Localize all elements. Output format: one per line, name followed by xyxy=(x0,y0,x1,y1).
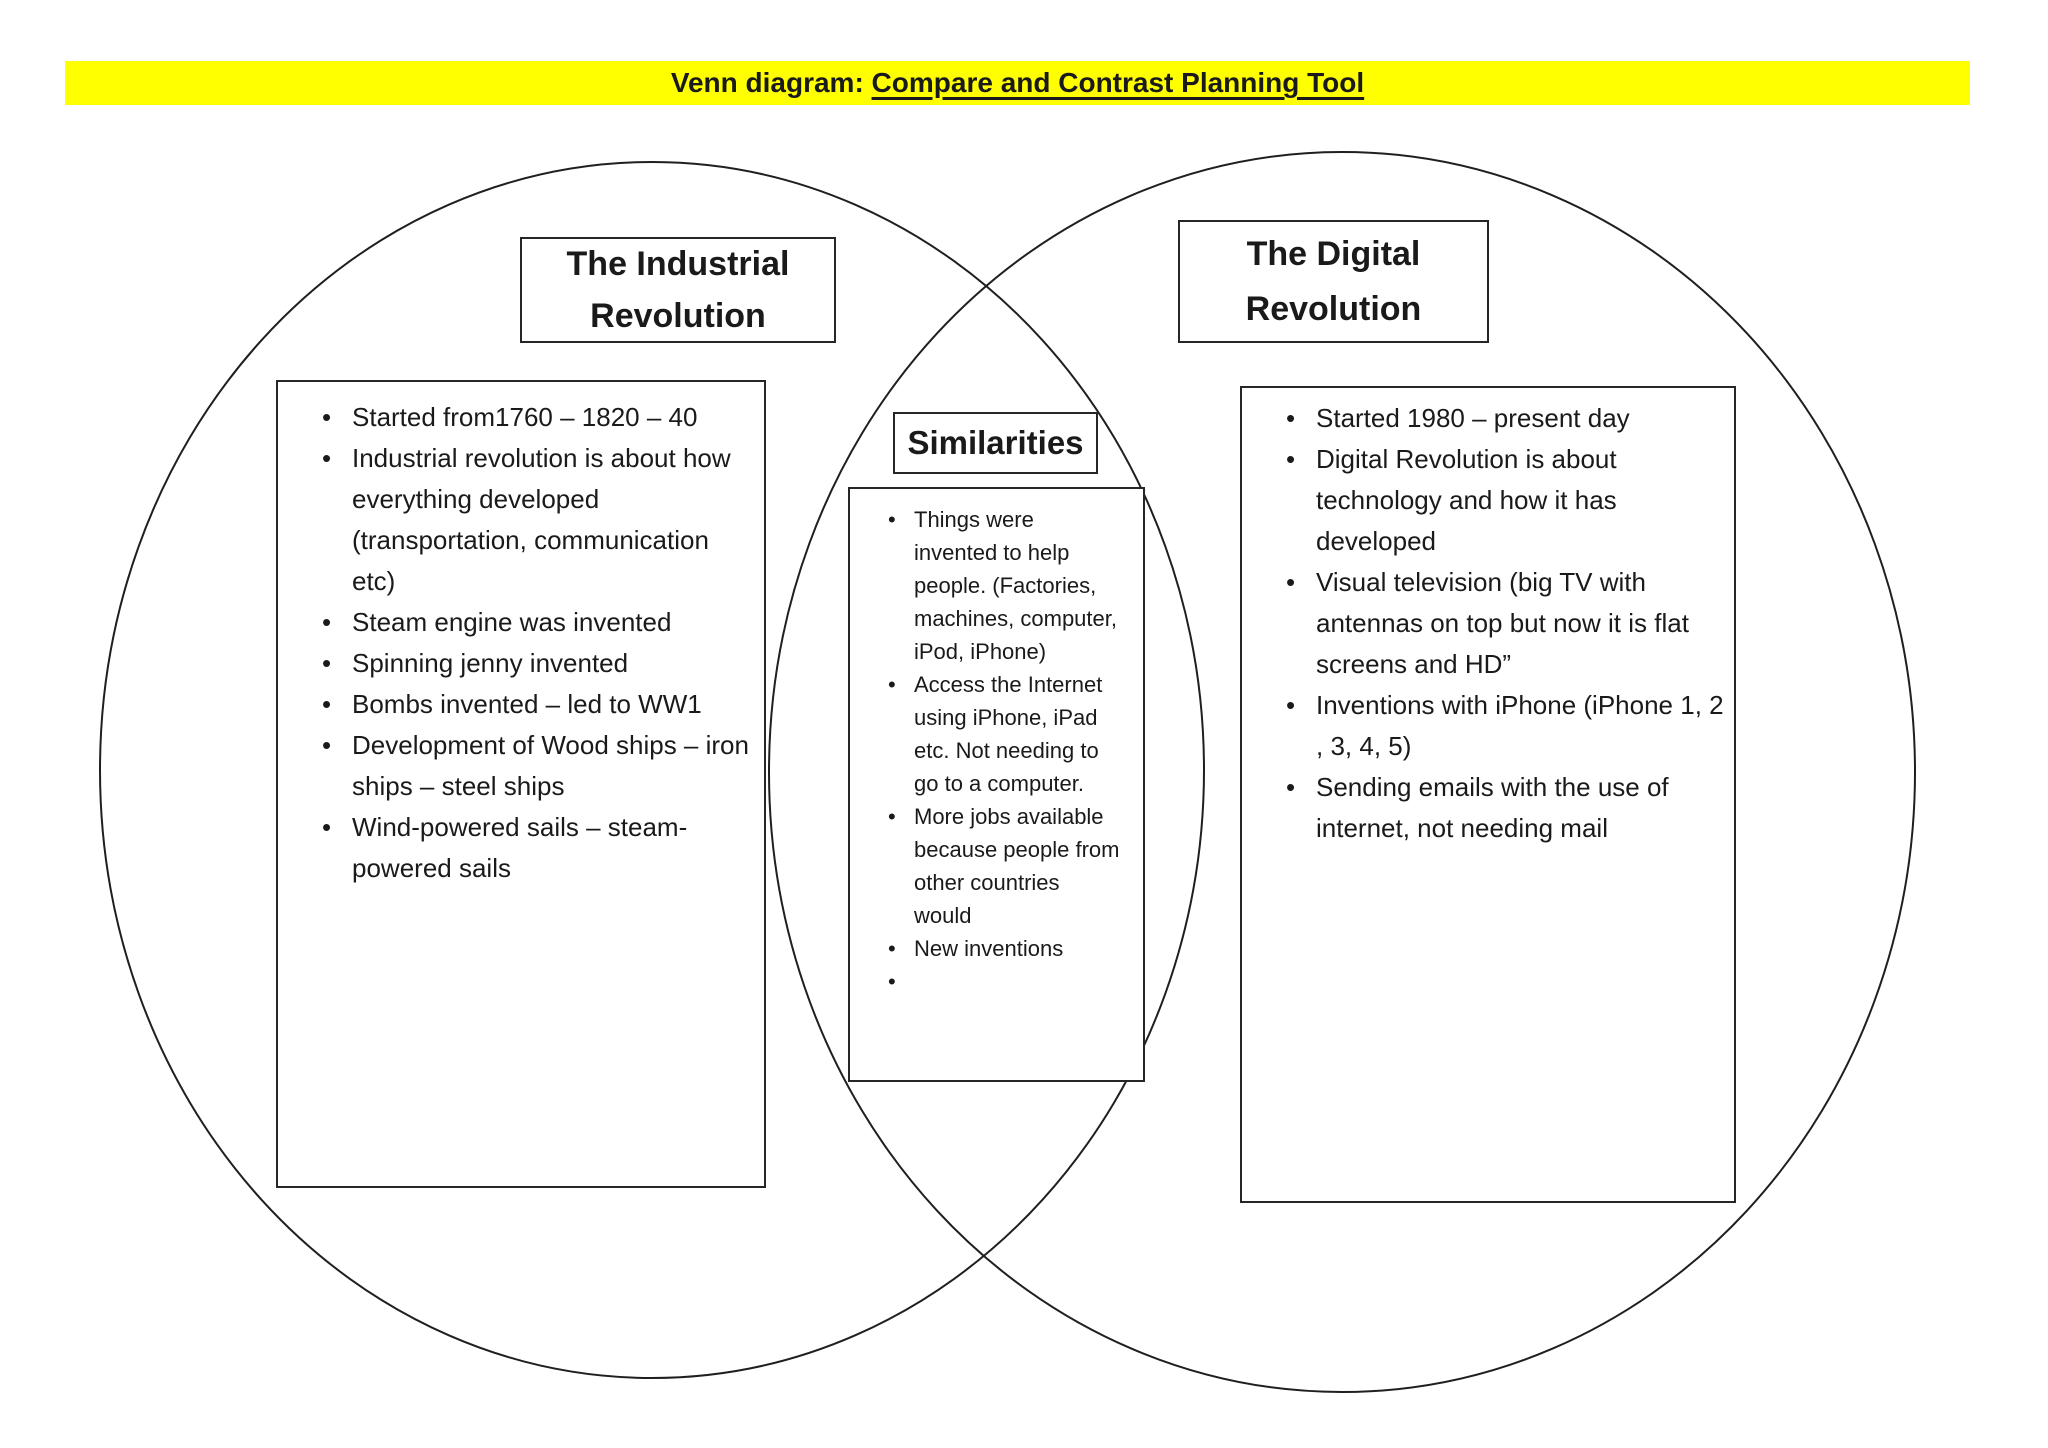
list-item-text: Things were invented to help people. (Fa… xyxy=(914,507,1117,664)
bullet-dot: • xyxy=(888,936,896,961)
list-item-text: Steam engine was invented xyxy=(352,607,672,637)
list-item: • Bombs invented – led to WW1 xyxy=(322,684,758,725)
list-item: • Started from1760 – 1820 – 40 xyxy=(322,397,758,438)
list-item-text: Visual television (big TV with antennas … xyxy=(1316,567,1689,679)
list-item: • Digital Revolution is about technology… xyxy=(1286,439,1732,562)
list-item-text: Sending emails with the use of internet,… xyxy=(1316,772,1669,843)
bullet-dot: • xyxy=(322,730,332,760)
list-item-text: New inventions xyxy=(914,936,1064,961)
bullet-dot: • xyxy=(1286,444,1296,474)
list-item-text: More jobs available because people from … xyxy=(914,804,1120,928)
list-item-text: Bombs invented – led to WW1 xyxy=(352,689,702,719)
list-item-text: Wind-powered sails – steam- powered sail… xyxy=(352,812,688,883)
bullet-dot: • xyxy=(1286,567,1296,597)
list-item: • xyxy=(888,965,1137,998)
list-item: • Access the Internet using iPhone, iPad… xyxy=(888,668,1137,800)
left-circle xyxy=(99,161,1205,1379)
list-item-text: Industrial revolution is about how every… xyxy=(352,443,731,596)
bullet-dot: • xyxy=(1286,403,1296,433)
industrial-revolution-list: • Started from1760 – 1820 – 40 • Industr… xyxy=(276,380,766,1188)
list-item: • Inventions with iPhone (iPhone 1, 2 , … xyxy=(1286,685,1732,767)
right-circle xyxy=(768,151,1916,1393)
list-item-text: Started from1760 – 1820 – 40 xyxy=(352,402,698,432)
bullet-dot: • xyxy=(888,804,896,829)
list-item: • Sending emails with the use of interne… xyxy=(1286,767,1732,849)
list-item-text: Digital Revolution is about technology a… xyxy=(1316,444,1617,556)
left-circle-title: The Industrial Revolution xyxy=(520,237,836,343)
bullet-dot: • xyxy=(322,689,332,719)
list-item-text: Access the Internet using iPhone, iPad e… xyxy=(914,672,1103,796)
right-circle-title: The Digital Revolution xyxy=(1178,220,1489,343)
bullet-dot: • xyxy=(888,507,896,532)
bullet-dot: • xyxy=(888,672,896,697)
similarities-title: Similarities xyxy=(893,412,1098,474)
page-title-prefix: Venn diagram: xyxy=(670,67,872,98)
list-item: • Development of Wood ships – iron ships… xyxy=(322,725,758,807)
page-title-underlined: Compare and Contrast Planning Tool xyxy=(871,67,1365,98)
list-item: • Steam engine was invented xyxy=(322,602,758,643)
bullet-dot: • xyxy=(888,969,896,994)
list-item: • Industrial revolution is about how eve… xyxy=(322,438,758,602)
list-item-text: Inventions with iPhone (iPhone 1, 2 , 3,… xyxy=(1316,690,1724,761)
list-item-text: Development of Wood ships – iron ships –… xyxy=(352,730,749,801)
list-item: • Visual television (big TV with antenna… xyxy=(1286,562,1732,685)
bullet-dot: • xyxy=(1286,772,1296,802)
list-item-text: Started 1980 – present day xyxy=(1316,403,1630,433)
digital-revolution-list: • Started 1980 – present day • Digital R… xyxy=(1240,386,1736,1203)
list-item: • Spinning jenny invented xyxy=(322,643,758,684)
bullet-dot: • xyxy=(1286,690,1296,720)
bullet-dot: • xyxy=(322,607,332,637)
list-item: • Started 1980 – present day xyxy=(1286,398,1732,439)
list-item: • New inventions xyxy=(888,932,1137,965)
bullet-dot: • xyxy=(322,648,332,678)
similarities-list: • Things were invented to help people. (… xyxy=(848,487,1145,1082)
bullet-dot: • xyxy=(322,402,332,432)
bullet-dot: • xyxy=(322,812,332,842)
page-title: Venn diagram: Compare and Contrast Plann… xyxy=(65,61,1970,105)
list-item: • More jobs available because people fro… xyxy=(888,800,1137,932)
list-item-text: Spinning jenny invented xyxy=(352,648,629,678)
bullet-dot: • xyxy=(322,443,332,473)
list-item: • Things were invented to help people. (… xyxy=(888,503,1137,668)
list-item: • Wind-powered sails – steam- powered sa… xyxy=(322,807,758,889)
